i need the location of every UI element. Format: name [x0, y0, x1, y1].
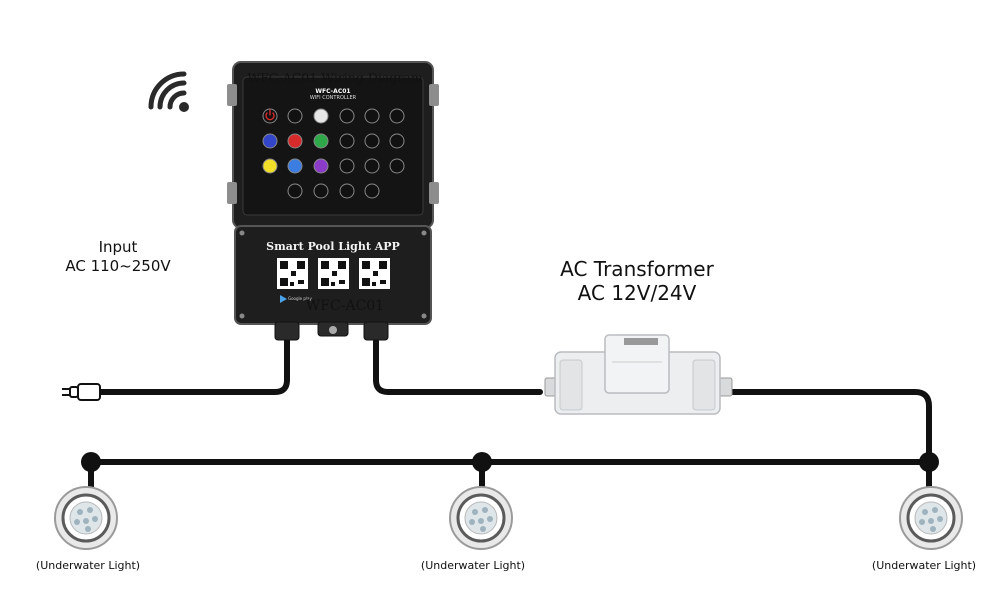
transformer-voltage: AC 12V/24V [577, 281, 697, 305]
input-title: Input [98, 238, 138, 256]
light-caption-3: (Underwater Light) [871, 559, 977, 572]
key-white [313, 108, 329, 124]
transformer [544, 334, 733, 415]
key-red [287, 133, 303, 149]
transformer-out-cable [729, 389, 932, 465]
junction-dot-2 [472, 452, 492, 472]
input-voltage: AC 110~250V [65, 257, 171, 275]
cables [88, 337, 932, 495]
wifi-icon [148, 71, 189, 112]
controller-subheader: WIFI CONTROLLER [309, 95, 357, 101]
key-power [262, 108, 278, 124]
power-plug-icon [62, 383, 101, 401]
transformer-label: AC Transformer AC 12V/24V [517, 257, 757, 305]
qr-code-icon [277, 258, 390, 289]
model-label: WFC-AC01 [305, 298, 385, 314]
diagram-title: WFC-AC01 Wiring Diagram [247, 70, 423, 85]
key-cyan [287, 158, 303, 174]
underwater-light-1 [54, 486, 118, 550]
key-yellow [262, 158, 278, 174]
app-banner: Smart Pool Light APP [266, 240, 400, 253]
power-icon [265, 109, 275, 121]
key-purple [313, 158, 329, 174]
transformer-title: AC Transformer [560, 257, 714, 281]
key-blue [262, 133, 278, 149]
underwater-light-3 [899, 486, 963, 550]
controller-header: WFC-AC01 [315, 88, 351, 95]
controller-keypad [262, 108, 405, 199]
junction-dot-3 [919, 452, 939, 472]
key-auto [287, 108, 303, 124]
key-green [313, 133, 329, 149]
input-label: Input AC 110~250V [52, 238, 184, 276]
underwater-light-2 [449, 486, 513, 550]
light-caption-1: (Underwater Light) [35, 559, 141, 572]
underwater-light-icon [54, 486, 963, 550]
play-store-icon [280, 295, 287, 303]
junction-dot-1 [81, 452, 101, 472]
store-badge: Google play [288, 296, 312, 301]
input-cable [93, 337, 290, 395]
output-cable [373, 337, 543, 395]
light-caption-2: (Underwater Light) [420, 559, 526, 572]
